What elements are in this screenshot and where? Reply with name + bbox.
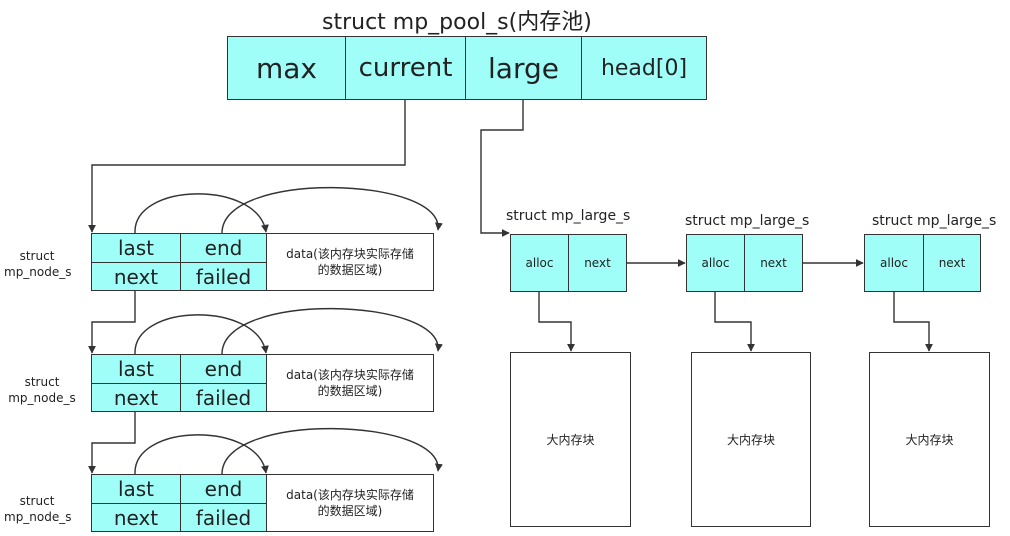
node3-failed: failed [180, 503, 267, 532]
large1-next: next [568, 234, 627, 292]
arrow-large2-alloc-to-block [714, 292, 755, 352]
node1-failed: failed [180, 262, 267, 291]
node3-end: end [180, 474, 267, 504]
arrow-node3-end [221, 427, 443, 475]
node2-next: next [91, 383, 181, 412]
pool-field-head: head[0] [581, 36, 707, 100]
node3-label: struct mp_node_s [4, 494, 72, 524]
node2-failed: failed [180, 383, 267, 412]
node1-label: struct mp_node_s [4, 249, 72, 279]
arrow-large3-alloc-to-block [893, 292, 933, 352]
node3-last: last [91, 474, 181, 504]
pool-field-current: current [345, 36, 466, 100]
large2-block: 大内存块 [691, 352, 811, 527]
large3-block: 大内存块 [869, 352, 990, 527]
node1-next: next [91, 262, 181, 291]
large1-title: struct mp_large_s [506, 208, 631, 224]
large1-block: 大内存块 [510, 352, 631, 527]
node2-last: last [91, 354, 181, 384]
node1-data: data(该内存块实际存储 的数据区域) [266, 233, 434, 291]
arrow-node1-last [134, 193, 269, 234]
node1-end: end [180, 233, 267, 263]
node2-data: data(该内存块实际存储 的数据区域) [266, 354, 434, 412]
large2-next: next [744, 234, 803, 292]
pool-field-max: max [227, 36, 346, 100]
large2-alloc: alloc [686, 234, 745, 292]
node1-last: last [91, 233, 181, 263]
node2-end: end [180, 354, 267, 384]
large3-alloc: alloc [864, 234, 924, 292]
node3-data: data(该内存块实际存储 的数据区域) [266, 474, 434, 532]
arrow-node1-end [221, 186, 443, 234]
arrow-current-to-node1 [88, 100, 406, 233]
arrow-node2-end [221, 307, 443, 355]
pool-field-large: large [465, 36, 582, 100]
arrow-node3-last [134, 434, 269, 475]
large3-title: struct mp_large_s [872, 213, 997, 229]
arrow-node2-next-to-node3 [88, 412, 136, 474]
arrow-large1-alloc-to-block [538, 292, 575, 352]
large2-title: struct mp_large_s [685, 213, 810, 229]
arrow-node1-next-to-node2 [88, 291, 136, 354]
pool-title: struct mp_pool_s(内存池) [322, 10, 592, 35]
large3-next: next [923, 234, 981, 292]
node2-label: struct mp_node_s [8, 375, 76, 405]
large1-alloc: alloc [510, 234, 569, 292]
arrow-node2-last [134, 314, 269, 355]
node3-next: next [91, 503, 181, 532]
